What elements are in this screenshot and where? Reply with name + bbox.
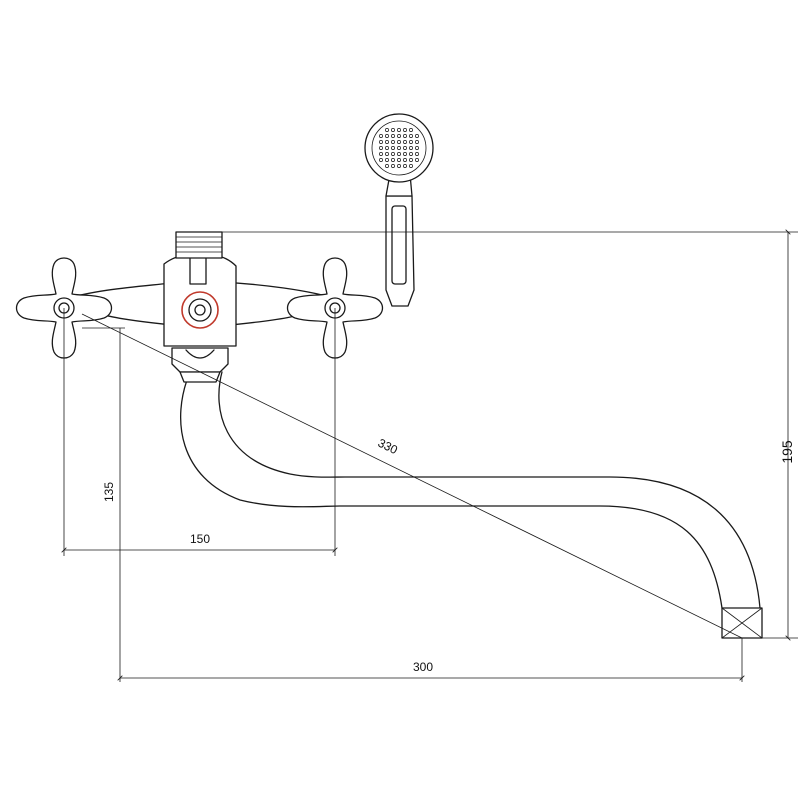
shower-hole	[403, 164, 407, 168]
shower-hole	[409, 164, 413, 168]
shower-hole	[397, 152, 401, 156]
shower-hole	[397, 146, 401, 150]
shower-hole	[403, 134, 407, 138]
diverter-knob	[181, 291, 219, 329]
shower-hole	[385, 164, 389, 168]
shower-hole	[379, 140, 383, 144]
shower-hole	[415, 134, 419, 138]
shower-hole	[403, 128, 407, 132]
hand-shower	[364, 113, 434, 307]
shower-hole	[409, 134, 413, 138]
shower-hole	[403, 146, 407, 150]
shower-hole	[403, 152, 407, 156]
shower-hole	[397, 128, 401, 132]
shower-hole	[397, 164, 401, 168]
shower-hole	[409, 152, 413, 156]
shower-hole	[385, 152, 389, 156]
dim-handle-spacing: 150	[190, 532, 210, 546]
shower-hole	[409, 146, 413, 150]
spout-pipe	[180, 371, 763, 639]
shower-hole	[391, 146, 395, 150]
shower-hole	[391, 140, 395, 144]
shower-hole	[415, 140, 419, 144]
dim-diagonal-length: 330	[376, 436, 400, 458]
shower-hole	[391, 158, 395, 162]
shower-hole	[391, 128, 395, 132]
shower-hole	[385, 134, 389, 138]
shower-hole	[379, 134, 383, 138]
shower-hole	[391, 134, 395, 138]
shower-hole	[391, 164, 395, 168]
shower-hole	[379, 152, 383, 156]
shower-head-holes	[379, 128, 419, 168]
shower-hole	[379, 146, 383, 150]
shower-hole	[397, 158, 401, 162]
shower-hole	[385, 158, 389, 162]
shower-hole	[391, 152, 395, 156]
shower-hole	[409, 140, 413, 144]
shower-hole	[397, 134, 401, 138]
shower-hole	[415, 146, 419, 150]
dimension-lines	[64, 232, 798, 682]
shower-hole	[379, 158, 383, 162]
shower-hole	[415, 158, 419, 162]
shower-hole	[403, 158, 407, 162]
dim-spout-reach: 300	[413, 660, 433, 674]
shower-hole	[385, 140, 389, 144]
spout-connector-nut	[171, 347, 229, 383]
shower-hole	[385, 146, 389, 150]
shower-outlet-thread	[175, 231, 223, 259]
shower-hole	[409, 158, 413, 162]
shower-hole	[385, 128, 389, 132]
shower-hole	[415, 152, 419, 156]
shower-hole	[403, 140, 407, 144]
dim-overall-height: 195	[779, 440, 795, 464]
shower-hole	[409, 128, 413, 132]
shower-hole	[397, 140, 401, 144]
dim-spout-height: 135	[102, 482, 116, 502]
